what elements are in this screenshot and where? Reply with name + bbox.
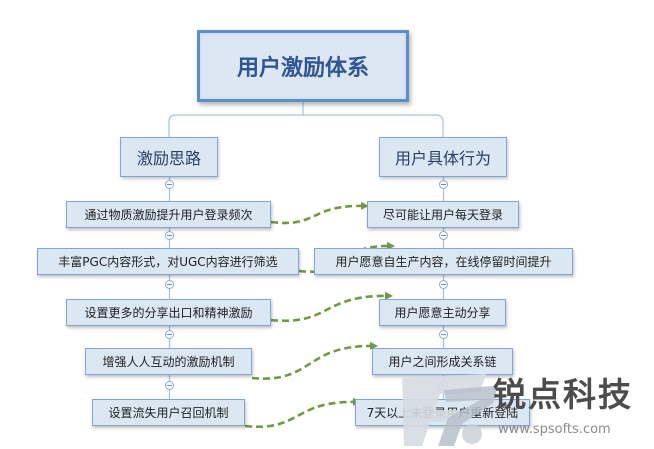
dashed-arrow	[244, 397, 361, 429]
sp-logo-icon	[402, 374, 497, 446]
collapse-toggle-icon[interactable]	[165, 280, 174, 289]
right-item-node: 尽可能让用户每天登录	[367, 201, 519, 228]
left-item-node: 丰富PGC内容形式，对UGC内容进行筛选	[37, 248, 299, 275]
collapse-toggle-icon[interactable]	[165, 330, 174, 339]
root-node: 用户激励体系	[197, 30, 409, 102]
collapse-toggle-icon[interactable]	[165, 381, 174, 390]
dashed-arrow	[270, 201, 369, 225]
tree-connector	[168, 102, 444, 137]
collapse-toggle-icon[interactable]	[439, 330, 448, 339]
watermark-title: 锐点科技	[493, 375, 633, 414]
left-item-node: 通过物质激励提升用户登录频次	[66, 201, 271, 228]
right-item-node: 用户愿意自生产内容，在线停留时间提升	[314, 248, 573, 275]
collapse-toggle-icon[interactable]	[439, 280, 448, 289]
dashed-arrow	[251, 341, 378, 380]
left-item-node: 设置流失用户召回机制	[92, 399, 245, 426]
watermark-url: www.spsofts.com	[498, 422, 611, 437]
right-item-node: 用户之间形成关系链	[372, 348, 513, 375]
left-item-node: 增强人人互动的激励机制	[85, 348, 252, 375]
right-item-node: 用户愿意主动分享	[379, 299, 506, 326]
left-branch-node: 激励思路	[120, 137, 218, 177]
watermark: 锐点科技 www.spsofts.com	[400, 350, 654, 449]
collapse-toggle-icon[interactable]	[439, 231, 448, 240]
right-branch-node: 用户具体行为	[379, 137, 507, 177]
collapse-toggle-icon[interactable]	[165, 231, 174, 240]
collapse-toggle-icon[interactable]	[439, 180, 448, 189]
left-item-node: 设置更多的分享出口和精神激励	[66, 299, 271, 326]
collapse-toggle-icon[interactable]	[165, 180, 174, 189]
dashed-arrow	[270, 291, 393, 323]
